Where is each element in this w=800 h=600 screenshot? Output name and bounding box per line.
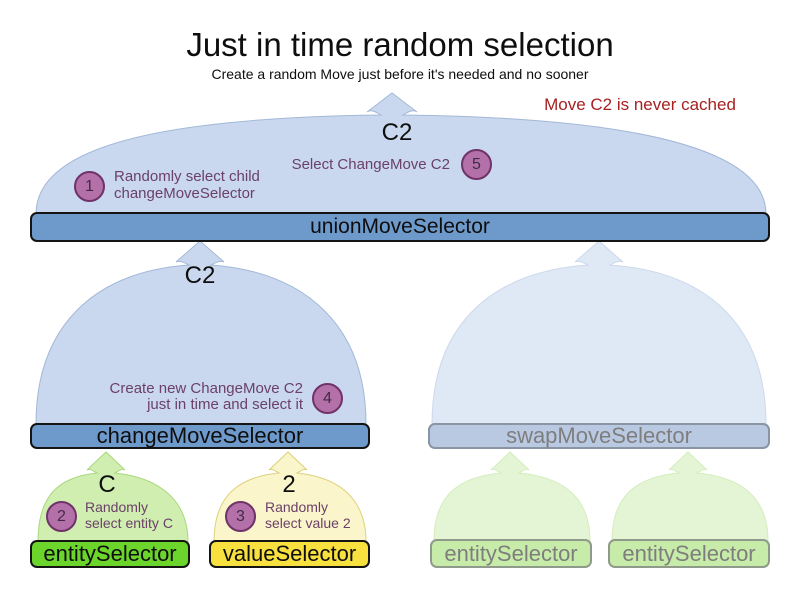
step-3-text-line1: Randomly <box>265 499 329 515</box>
flow-shape-swap-output <box>431 240 767 425</box>
page-title: Just in time random selection <box>186 26 614 63</box>
flow-shape-entity-faded-right-output <box>611 451 769 542</box>
step-1-text-line2: changeMoveSelector <box>114 184 255 202</box>
step-5-text: Select ChangeMove C2 <box>291 156 450 174</box>
step-3-text: Randomly select value 2 <box>265 499 351 531</box>
flow-label-entity-output: C <box>98 471 116 498</box>
step-4-text-line2: just in time and select it <box>147 396 303 413</box>
note-never-cached: Move C2 is never cached <box>544 95 736 114</box>
flow-label-c2-union-input: C2 <box>381 119 413 146</box>
step-4-text-line1: Create new ChangeMove C2 <box>109 380 303 397</box>
selector-bar-value-selector: valueSelector <box>209 540 370 568</box>
flow-shape-entity-faded-left-output <box>433 451 591 542</box>
page-subtitle: Create a random Move just before it's ne… <box>211 66 589 82</box>
step-4-text: Create new ChangeMove C2 just in time an… <box>110 381 303 413</box>
selector-bar-union-move-selector: unionMoveSelector <box>30 212 770 242</box>
step-2-badge: 2 <box>46 501 77 532</box>
selector-bar-entity-selector-faded-left: entitySelector <box>430 539 592 568</box>
flow-shape-change-output <box>35 240 367 425</box>
selector-bar-change-move-selector: changeMoveSelector <box>30 423 370 449</box>
flow-label-c2-change-output: C2 <box>184 262 216 289</box>
step-5-badge: 5 <box>461 149 492 180</box>
step-3-text-line2: select value 2 <box>265 514 351 531</box>
step-2-text-line1: Randomly <box>85 499 149 515</box>
selector-bar-entity-selector: entitySelector <box>30 540 190 568</box>
step-5-text-line1: Select ChangeMove C2 <box>291 156 450 173</box>
step-4-badge: 4 <box>312 383 343 414</box>
step-1-badge: 1 <box>74 171 105 202</box>
selector-bar-entity-selector-faded-right: entitySelector <box>608 539 770 568</box>
selector-bar-swap-move-selector: swapMoveSelector <box>428 423 770 449</box>
step-2-text-line2: select entity C <box>85 514 173 531</box>
step-2-text: Randomly select entity C <box>85 499 173 531</box>
step-3-badge: 3 <box>225 501 256 532</box>
step-1-text: Randomly select child changeMoveSelector <box>114 168 260 202</box>
flow-label-value-output: 2 <box>282 471 296 498</box>
flow-shape-union-input <box>35 92 767 215</box>
step-1-text-line1: Randomly select child <box>114 168 260 185</box>
